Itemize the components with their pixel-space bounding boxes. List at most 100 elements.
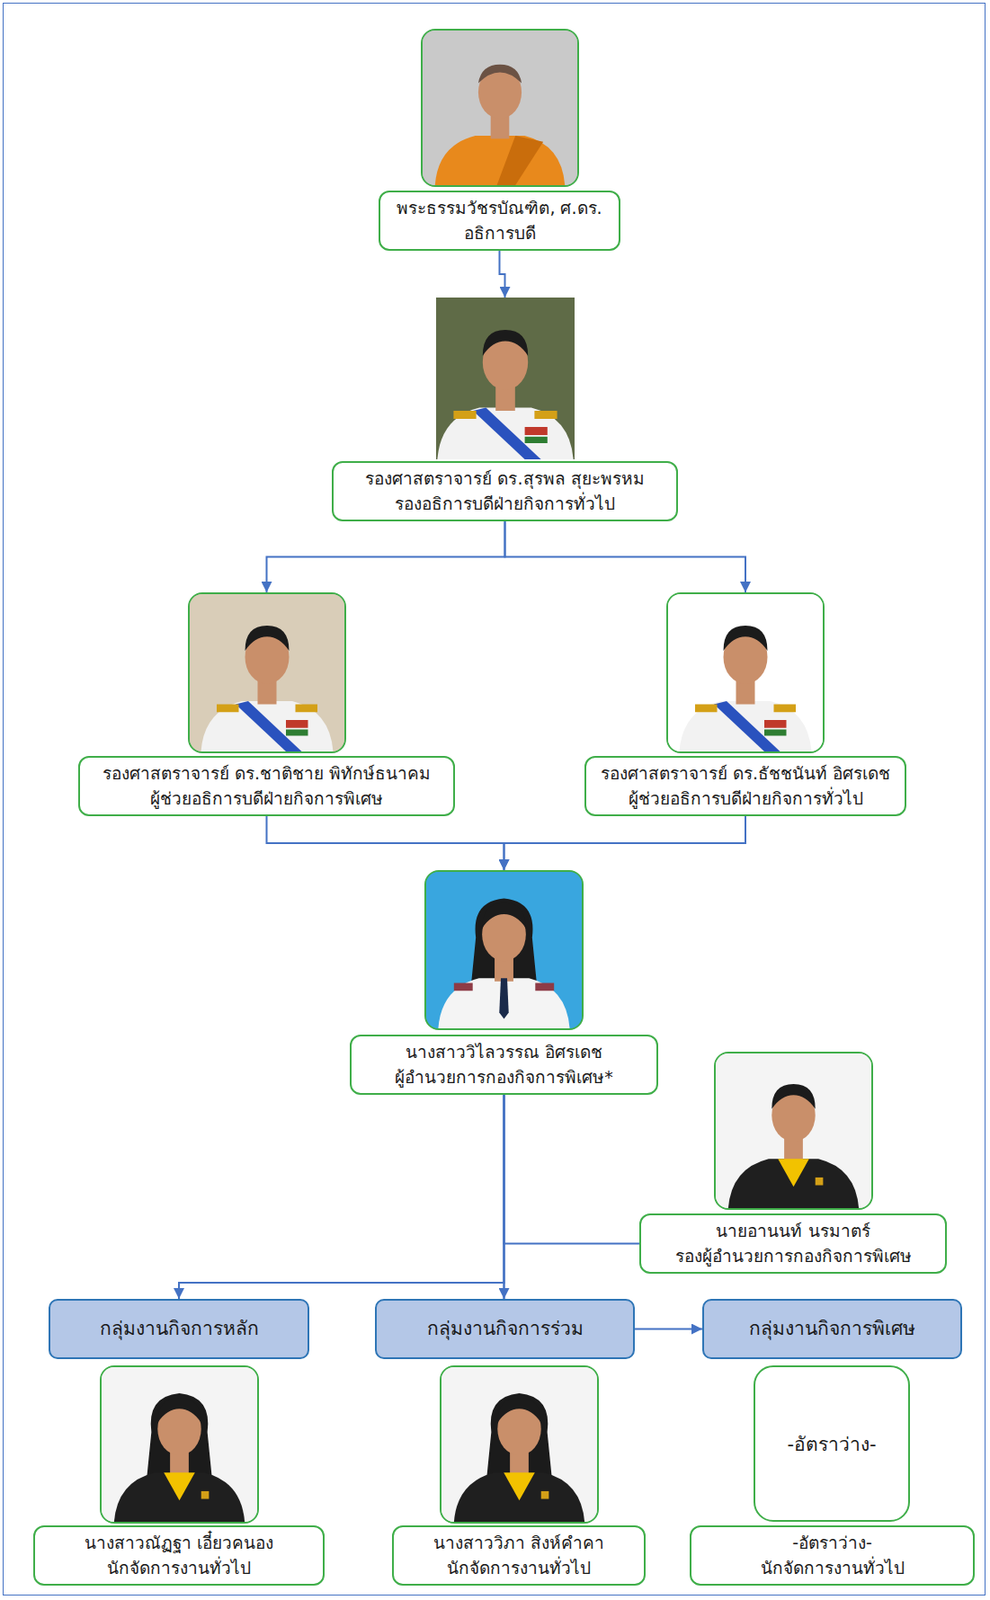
photo-part [285,720,309,729]
photo-part [471,899,537,986]
group-title: กลุ่มงานกิจการพิเศษ [749,1316,916,1343]
portrait-frame [424,870,584,1031]
photo-part [695,704,718,714]
photo-part [189,594,345,752]
connector-line [267,816,505,871]
person-node: รองศาสตราจารย์ ดร.ชาติชาย พิทักษ์ธนาคมผู… [78,592,455,817]
person-name: รองศาสตราจารย์ ดร.สุรพล สุยะพรหม [342,466,668,492]
portrait-frame [436,297,575,460]
photo-part [535,983,554,992]
position-title: นักจัดการงานทั่วไป [700,1556,964,1582]
person-name: นางสาววิไลวรรณ อิศรเดช [360,1040,648,1066]
person-node: นางสาววิภา สิงห์คำคานักจัดการงานทั่วไป [392,1365,646,1587]
photo-part [524,427,547,436]
connector-line [504,816,747,871]
photo-part [774,704,797,714]
work-group-header: กลุ่มงานกิจการพิเศษ [702,1299,963,1360]
person-name: นางสาวณัฏฐา เอี๋ยวคนอง [44,1531,314,1557]
photo-part [715,1053,872,1209]
photo-part [437,407,573,460]
photo-part [503,1472,536,1501]
connector-line [505,521,747,593]
photo-part [454,983,473,992]
portrait-illustration [436,297,575,460]
person-name: รองศาสตราจารย์ ดร.ชาติชาย พิทักษ์ธนาคม [89,761,445,787]
photo-part [453,410,476,420]
portrait-frame [187,592,347,754]
portrait-illustration [715,1053,872,1209]
connector-line [504,1095,641,1244]
person-node: นายอานนท์ นรมาตร์รองผู้อำนวยการกองกิจการ… [639,1052,947,1275]
portrait-frame [713,1052,874,1211]
portrait-frame [439,1365,599,1525]
connector-line [267,521,506,593]
name-title-box: รองศาสตราจารย์ ดร.ชาติชาย พิทักษ์ธนาคมผู… [78,756,455,817]
photo-part [200,701,333,752]
person-name: นางสาววิภา สิงห์คำคา [402,1531,635,1557]
vacancy-text: -อัตราว่าง- [786,1429,876,1460]
photo-part [777,1159,810,1187]
name-title-box: พระธรรมวัชรบัณฑิต, ศ.ดร.อธิการบดี [378,190,621,251]
photo-part [727,1159,858,1209]
photo-part [294,704,318,714]
photo-part [497,1398,541,1424]
connector-line [499,250,506,298]
photo-part [163,1472,196,1501]
connector-line [178,1095,505,1300]
photo-part [771,1084,815,1110]
group-title: กลุ่มงานกิจการร่วม [427,1316,584,1343]
photo-part [453,1472,584,1523]
photo-part [244,625,289,652]
name-title-box: นายอานนท์ นรมาตร์รองผู้อำนวยการกองกิจการ… [639,1213,947,1275]
person-node: รองศาสตราจารย์ ดร.ธัชชนันท์ อิศรเดชผู้ช่… [584,592,907,817]
portrait-illustration [426,872,582,1029]
portrait-frame [420,28,580,188]
photo-part [285,730,309,737]
person-node: พระธรรมวัชรบัณฑิต, ศ.ดร.อธิการบดี [378,28,621,251]
photo-part [434,135,564,186]
person-name: พระธรรมวัชรบัณฑิต, ศ.ดร. [389,196,610,222]
photo-part [441,1367,598,1523]
position-title: อธิการบดี [389,221,610,247]
portrait-illustration [668,594,823,752]
portrait-frame [99,1365,259,1525]
person-node: นางสาววิไลวรรณ อิศรเดชผู้อำนวยการกองกิจก… [349,870,659,1096]
photo-part [723,625,768,652]
photo-part [426,872,582,1029]
position-title: ผู้ช่วยอธิการบดีฝ่ายกิจการพิเศษ [89,786,445,812]
photo-part [200,1491,209,1500]
position-title: ผู้ช่วยอธิการบดีฝ่ายกิจการทั่วไป [595,786,896,812]
photo-part [764,720,787,729]
name-title-box: รองศาสตราจารย์ ดร.สุรพล สุยะพรหมรองอธิกา… [331,461,678,522]
position-title: นักจัดการงานทั่วไป [44,1556,314,1582]
position-title: นักจัดการงานทั่วไป [402,1556,635,1582]
name-title-box: นางสาววิภา สิงห์คำคานักจัดการงานทั่วไป [392,1525,646,1587]
work-group-header: กลุ่มงานกิจการร่วม [374,1299,635,1360]
photo-part [534,410,557,420]
photo-part [146,1393,213,1480]
photo-part [496,135,544,186]
photo-part [481,903,527,929]
photo-part [540,1491,549,1500]
person-node: นางสาวณัฏฐา เอี๋ยวคนองนักจัดการงานทั่วไป [33,1365,325,1587]
name-title-box: นางสาววิไลวรรณ อิศรเดชผู้อำนวยการกองกิจก… [349,1034,659,1096]
photo-part [113,1472,244,1523]
group-title: กลุ่มงานกิจการหลัก [99,1316,259,1343]
name-title-box: นางสาวณัฏฐา เอี๋ยวคนองนักจัดการงานทั่วไป [33,1525,325,1587]
photo-part [668,594,823,752]
position-title: รองอธิการบดีฝ่ายกิจการทั่วไป [342,491,668,518]
name-title-box: รองศาสตราจารย์ ดร.ธัชชนันท์ อิศรเดชผู้ช่… [584,756,907,817]
photo-part [679,701,812,752]
position-title: ผู้อำนวยการกองกิจการพิเศษ* [360,1065,648,1091]
person-name: -อัตราว่าง- [700,1531,964,1557]
name-title-box: -อัตราว่าง-นักจัดการงานทั่วไป [689,1525,975,1587]
person-name: รองศาสตราจารย์ ดร.ธัชชนันท์ อิศรเดช [595,761,896,787]
portrait-illustration [189,594,345,752]
work-group-header: กลุ่มงานกิจการหลัก [48,1299,310,1360]
person-name: นายอานนท์ นรมาตร์ [650,1219,937,1245]
photo-part [764,730,787,737]
vacant-portrait: -อัตราว่าง- [753,1365,910,1523]
photo-part [216,704,240,714]
portrait-illustration [422,30,578,186]
